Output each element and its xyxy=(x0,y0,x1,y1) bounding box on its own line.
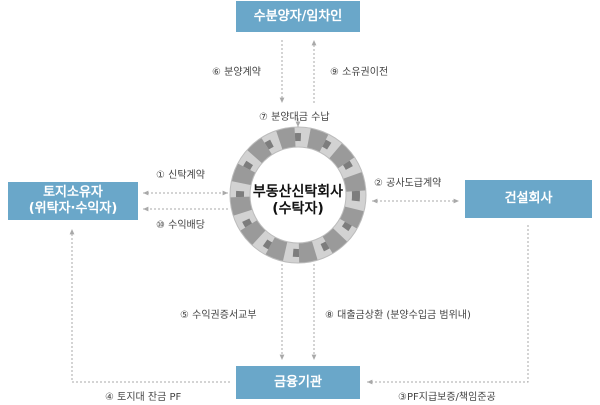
arrow-land-pf xyxy=(69,229,230,383)
label-f1: ① 신탁계약 xyxy=(156,170,205,181)
node-bank-label: 금융기관 xyxy=(274,374,322,390)
node-construction-label: 건설회사 xyxy=(504,191,553,206)
node-trust-line2: (수탁자) xyxy=(272,201,324,217)
node-construction: 건설회사 xyxy=(465,180,592,218)
label-f6: ⑥ 분양계약 xyxy=(212,67,261,78)
label-f9: ⑨ 소유권이전 xyxy=(330,67,389,78)
label-f4: ④ 토지대 잔금 PF xyxy=(105,392,182,403)
label-f5: ⑤ 수익권증서교부 xyxy=(180,310,257,321)
label-f3: ③PF지급보증/책임준공 xyxy=(398,392,496,403)
trust-ring xyxy=(229,126,367,264)
label-f7: ⑦ 분양대금 수납 xyxy=(259,112,330,123)
node-buyer: 수분양자/임차인 xyxy=(236,1,360,32)
node-land-owner: 토지소유자 (위탁자·수익자) xyxy=(8,182,138,220)
label-f2: ② 공사도급계약 xyxy=(374,178,442,189)
node-buyer-label: 수분양자/임차인 xyxy=(253,8,343,24)
node-trust-company: 부동산신탁회사 (수탁자) xyxy=(238,184,358,218)
arrow-pf-guarantee xyxy=(367,225,529,385)
label-f10: ⑩ 수익배당 xyxy=(156,220,205,231)
label-f8: ⑧ 대출금상환 (분양수입금 범위내) xyxy=(325,310,471,321)
node-bank: 금융기관 xyxy=(236,366,360,399)
node-trust-line1: 부동산신탁회사 xyxy=(252,184,344,200)
node-owner-line1: 토지소유자 xyxy=(43,185,103,200)
node-owner-line2: (위탁자·수익자) xyxy=(28,201,118,216)
